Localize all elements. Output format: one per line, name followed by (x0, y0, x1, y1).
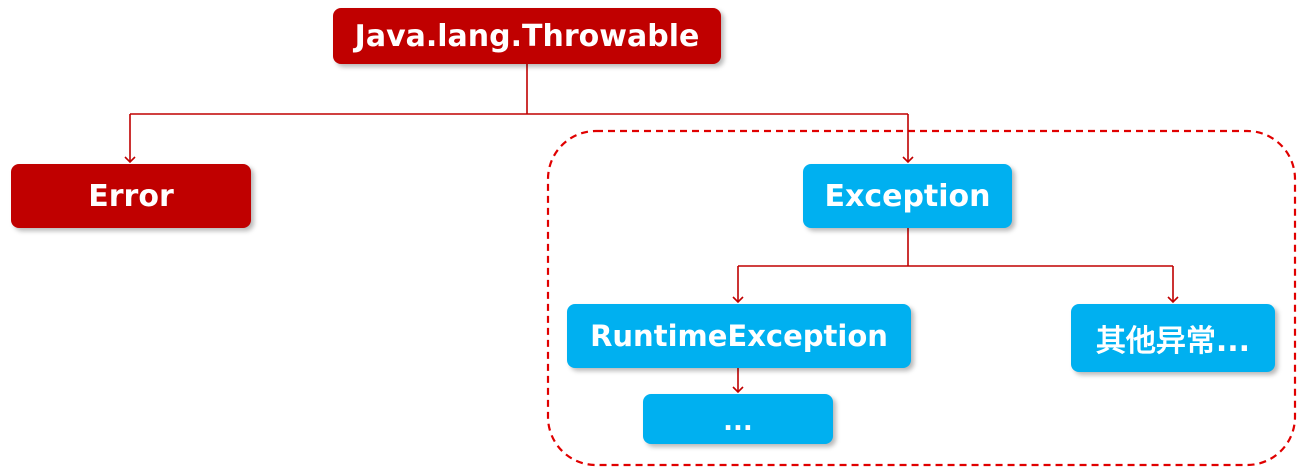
runtime-subclasses-ellipsis-node: ... (643, 394, 833, 444)
other-exceptions-node: 其他异常... (1071, 304, 1275, 372)
throwable-node: Java.lang.Throwable (333, 8, 721, 64)
exception-node: Exception (803, 164, 1012, 228)
runtime-exception-node: RuntimeException (567, 304, 911, 368)
exception-group-boundary (546, 129, 1297, 467)
error-node: Error (11, 164, 251, 228)
